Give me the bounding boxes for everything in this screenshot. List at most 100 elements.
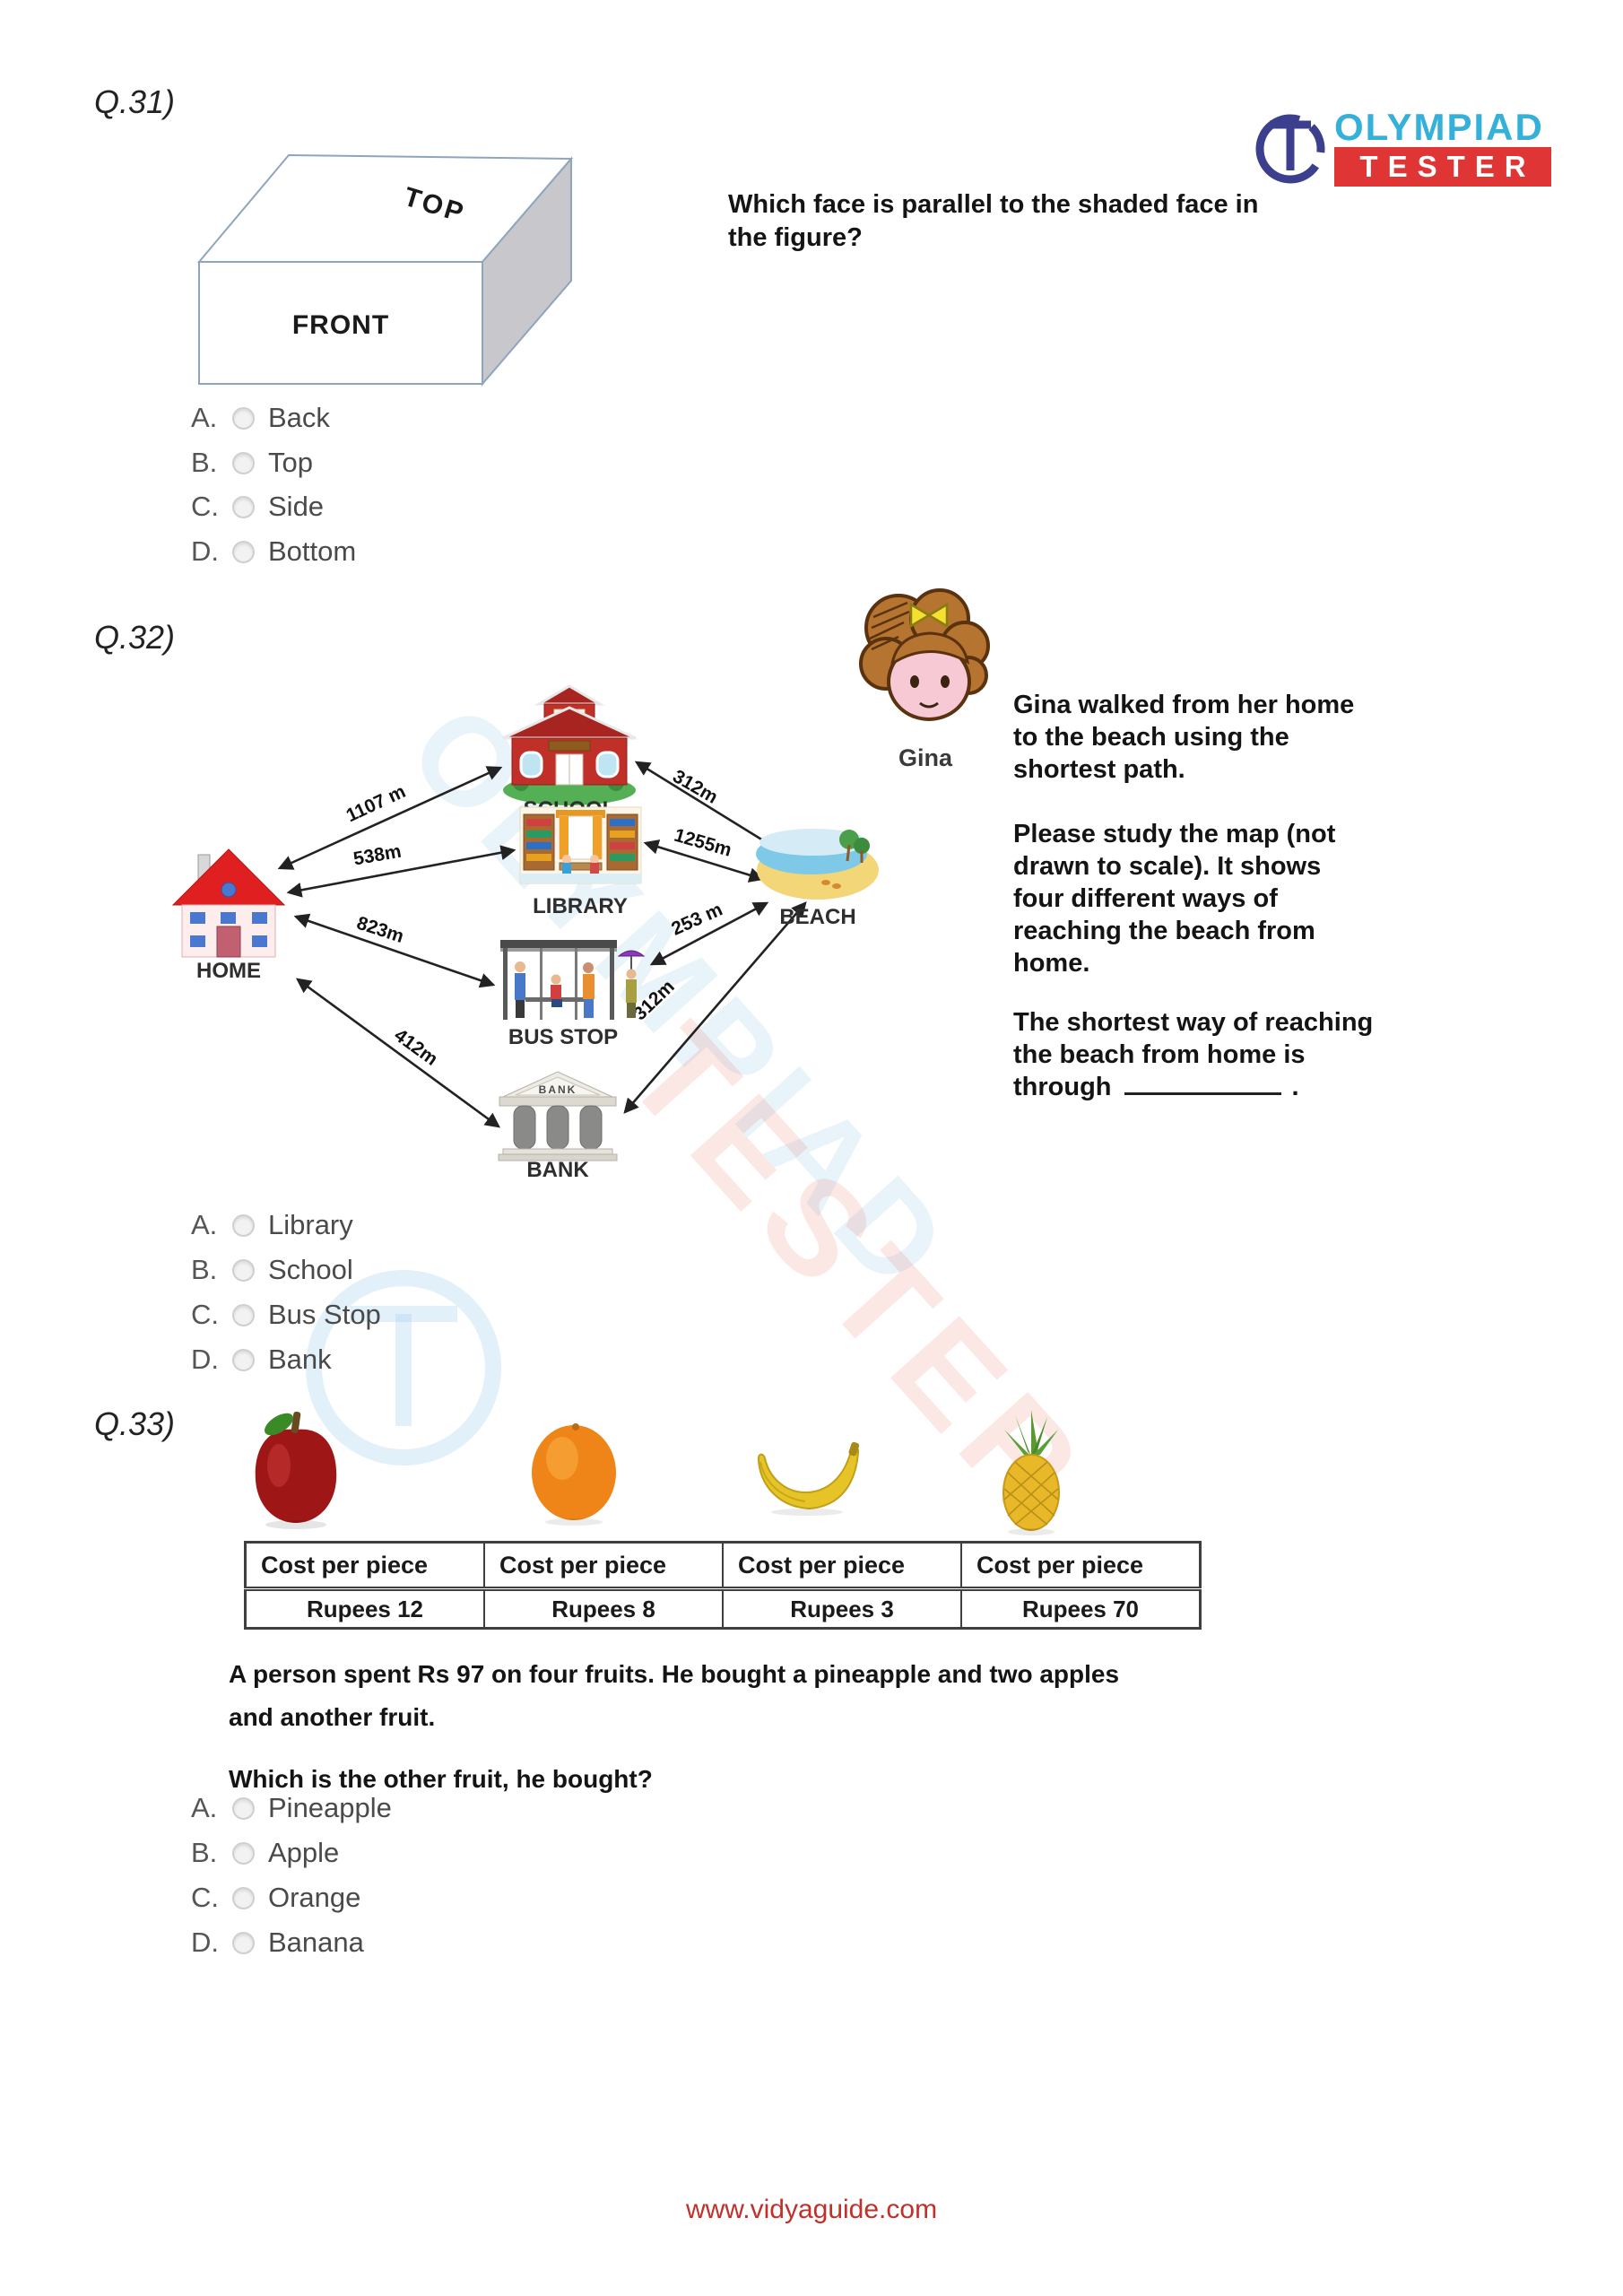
q32-paragraph-3: The shortest way of reaching the beach f…	[1013, 1006, 1462, 1103]
box-front-label: FRONT	[292, 310, 389, 340]
q32-option-b[interactable]: B. School	[191, 1254, 353, 1286]
q33-option-b-letter: B.	[191, 1837, 218, 1868]
orange-icon	[532, 1423, 616, 1526]
q33-option-b-radio[interactable]	[232, 1841, 255, 1865]
q32-p3-line2: the beach from home is	[1013, 1040, 1306, 1069]
bank-icon: BANK	[498, 1071, 618, 1161]
q33-option-b[interactable]: B. Apple	[191, 1837, 339, 1869]
q33-fruits-row	[255, 1410, 1060, 1535]
q32-p2-line2: drawn to scale). It shows	[1013, 852, 1322, 881]
home-label: HOME	[196, 959, 261, 983]
q32-paragraph-1: Gina walked from her home to the beach u…	[1013, 689, 1462, 786]
q32-p2-line4: reaching the beach from	[1013, 917, 1315, 945]
distance-home-library: 538m	[352, 841, 403, 870]
watermark-logo-icon	[306, 1270, 501, 1465]
q32-option-a-letter: A.	[191, 1209, 218, 1240]
q32-p2-line1: Please study the map (not	[1013, 820, 1336, 848]
bank-label: BANK	[526, 1158, 589, 1182]
beach-label: BEACH	[779, 905, 855, 929]
q33-option-d[interactable]: D. Banana	[191, 1926, 364, 1959]
q31-option-a-letter: A.	[191, 402, 218, 433]
q31-option-b-label: Top	[268, 447, 313, 478]
bus-stop-icon	[500, 940, 646, 1020]
q31-label: Q.31)	[94, 83, 176, 120]
footer-url[interactable]: www.vidyaguide.com	[685, 2195, 938, 2224]
q32-p3-line1: The shortest way of reaching	[1013, 1008, 1374, 1037]
q31-option-b[interactable]: B. Top	[191, 447, 313, 479]
q32-p3-period: .	[1291, 1073, 1299, 1101]
q32-p3-through: through	[1013, 1073, 1112, 1101]
arrow-home-library	[286, 845, 516, 898]
q31-option-d-radio[interactable]	[232, 540, 255, 563]
cost-table-header-row: Cost per piece Cost per piece Cost per p…	[244, 1541, 1202, 1591]
q32-p2-line5: home.	[1013, 949, 1090, 978]
q31-option-d-label: Bottom	[268, 535, 357, 567]
q33-option-c[interactable]: C. Orange	[191, 1882, 360, 1914]
q32-answer-blank[interactable]	[1124, 1073, 1281, 1095]
logo-brand-top: OLYMPIAD	[1334, 106, 1544, 148]
q31-option-a-label: Back	[268, 402, 330, 433]
q31-option-b-letter: B.	[191, 447, 218, 478]
q33-statement: A person spent Rs 97 on four fruits. He …	[229, 1653, 1215, 1739]
gina-avatar: Gina	[859, 588, 990, 771]
q31-option-a-radio[interactable]	[232, 406, 255, 430]
q31-option-c-label: Side	[268, 491, 325, 522]
q32-paragraph-2: Please study the map (not drawn to scale…	[1013, 818, 1462, 979]
q33-option-c-label: Orange	[268, 1882, 361, 1913]
q31-question: Which face is parallel to the shaded fac…	[728, 188, 1338, 255]
q31-option-c-radio[interactable]	[232, 495, 255, 518]
distance-home-school: 1107 m	[343, 781, 409, 826]
q32-option-d[interactable]: D. Bank	[191, 1344, 332, 1376]
cost-value-banana: Rupees 3	[722, 1587, 962, 1630]
q31-option-c[interactable]: C. Side	[191, 491, 324, 523]
distance-library-beach: 1255m	[672, 825, 733, 861]
bus-stop-label: BUS STOP	[508, 1025, 618, 1049]
distance-home-busstop: 823m	[354, 913, 406, 947]
cost-header-banana: Cost per piece	[722, 1541, 962, 1591]
q33-question: Which is the other fruit, he bought?	[229, 1765, 653, 1793]
q33-option-a-label: Pineapple	[268, 1792, 392, 1823]
q31-option-d[interactable]: D. Bottom	[191, 535, 356, 568]
q33-label: Q.33)	[94, 1405, 176, 1442]
q32-p2-line3: four different ways of	[1013, 884, 1278, 913]
cost-table: Cost per piece Cost per piece Cost per p…	[244, 1541, 1202, 1630]
cost-value-pineapple: Rupees 70	[960, 1587, 1202, 1630]
q32-p1-line2: to the beach using the	[1013, 723, 1289, 752]
q31-option-b-radio[interactable]	[232, 451, 255, 474]
distance-busstop-beach: 253 m	[668, 899, 725, 939]
q32-option-d-radio[interactable]	[232, 1348, 255, 1371]
map-arrows	[277, 761, 807, 1128]
q33-statement-line2: and another fruit.	[229, 1703, 436, 1731]
cost-value-apple: Rupees 12	[244, 1587, 485, 1630]
arrow-home-bank	[295, 978, 501, 1128]
q32-option-b-radio[interactable]	[232, 1258, 255, 1282]
q32-p3-line3: through.	[1013, 1071, 1462, 1103]
cost-header-pineapple: Cost per piece	[960, 1541, 1202, 1591]
distance-school-beach: 312m	[669, 766, 721, 808]
arrow-library-beach	[643, 839, 765, 883]
q32-option-c-radio[interactable]	[232, 1303, 255, 1326]
q32-option-c-letter: C.	[191, 1299, 219, 1330]
q33-option-a-radio[interactable]	[232, 1796, 255, 1820]
gina-label: Gina	[898, 744, 953, 771]
q31-option-a[interactable]: A. Back	[191, 402, 330, 434]
arrow-bank-beach	[623, 901, 807, 1114]
banana-icon	[757, 1441, 860, 1516]
q31-option-d-letter: D.	[191, 535, 219, 567]
q32-p1-line3: shortest path.	[1013, 755, 1185, 784]
q32-option-a-radio[interactable]	[232, 1213, 255, 1237]
arrow-school-beach	[634, 761, 785, 854]
q33-option-c-radio[interactable]	[232, 1886, 255, 1909]
q33-option-d-radio[interactable]	[232, 1931, 255, 1954]
library-icon	[519, 806, 642, 884]
q32-map-figure: 1107 m 538m 823m 412m 312m 1255m 253 m 3…	[171, 684, 879, 1182]
distance-home-bank: 412m	[390, 1025, 441, 1070]
q32-option-c[interactable]: C. Bus Stop	[191, 1299, 381, 1331]
q33-option-d-letter: D.	[191, 1926, 219, 1958]
q32-label: Q.32)	[94, 619, 176, 656]
cost-value-orange: Rupees 8	[483, 1587, 724, 1630]
q33-option-b-label: Apple	[268, 1837, 340, 1868]
q33-option-a[interactable]: A. Pineapple	[191, 1792, 392, 1824]
olympiad-tester-logo-icon	[1255, 114, 1325, 184]
q32-option-a[interactable]: A. Library	[191, 1209, 353, 1241]
